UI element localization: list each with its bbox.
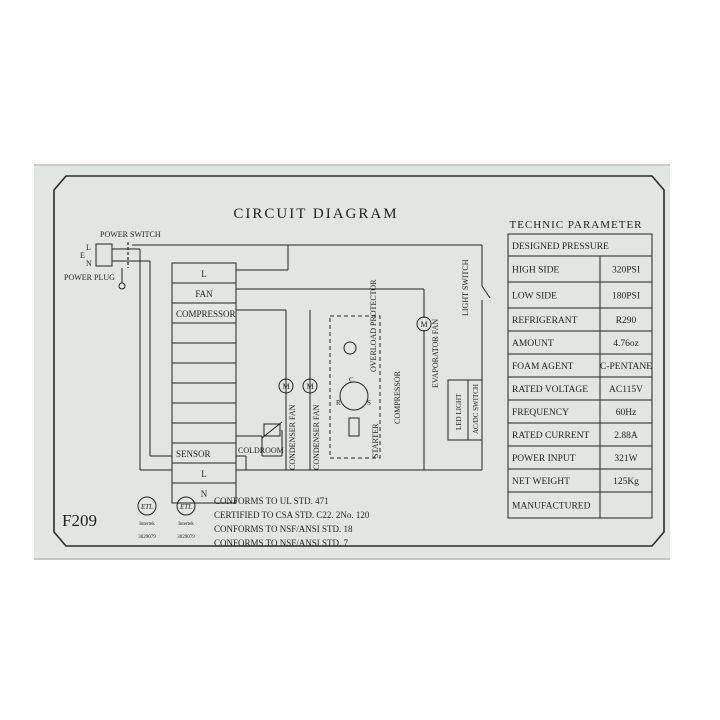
terminal-row-label: N [201,489,208,499]
model-code: F209 [62,511,97,530]
param-value: 320PSI [612,266,640,276]
plug-n-label: N [86,259,92,268]
certification-lines: CONFORMS TO UL STD. 471 CERTIFIED TO CSA… [214,496,370,548]
etl-sub: Intertek [178,522,194,527]
param-label: RATED CURRENT [512,431,590,441]
param-label: REFRIGERANT [512,316,578,326]
motor-symbol: M [306,382,313,391]
motor-symbol: M [420,320,427,329]
etl-logo-text: ETL [140,503,153,511]
cert-line: CONFORMS TO NSF/ANSI STD. 18 [214,524,353,534]
param-label: RATED VOLTAGE [512,385,588,395]
plug-e-label: E [80,251,85,260]
compressor-group: C R S OVERLOAD PROTECTOR STARTER COMPRES… [329,279,402,459]
param-value: AC115V [609,385,643,395]
led-light-label: LED LIGHT [455,393,463,430]
param-label: NET WEIGHT [512,477,570,487]
motor-symbol: M [282,382,289,391]
condenser-fan-1-label: CONDENSER FAN [288,404,297,470]
plug-l-label: L [86,243,91,252]
param-label: POWER INPUT [512,454,576,464]
terminal-row [171,382,237,404]
acdc-switch-label: AC/DC SWITCH [472,384,480,434]
terminal-row-label: SENSOR [176,449,211,459]
etl-logo-2: ETL Intertek 3029079 [176,496,196,540]
light-switch-label: LIGHT SWITCH [461,259,470,316]
param-value: 60Hz [616,408,637,418]
power-input: POWER SWITCH POWER PLUG L E N [64,230,161,290]
param-value: 321W [614,454,637,464]
starter-label: STARTER [371,423,380,458]
light-switch: LIGHT SWITCH [461,259,491,316]
param-value: 2.88A [614,431,638,441]
power-switch-label: POWER SWITCH [100,230,161,239]
etl-number: 3029079 [138,535,156,540]
condenser-fans: M M CONDENSER FAN CONDENSER FAN [278,378,321,470]
terminal-c: C [349,376,354,384]
power-plug-label: POWER PLUG [64,273,115,282]
param-label: LOW SIDE [512,292,557,302]
terminal-row [171,322,237,344]
cert-line: CONFORMS TO NSF/ANSI STD. 7 [214,538,348,548]
terminal-row [171,402,237,424]
param-label: FOAM AGENT [512,362,574,372]
wiring [128,244,483,471]
terminal-row-label: L [201,469,207,479]
evaporator-fan-label: EVAPORATOR FAN [431,319,440,388]
cert-line: CERTIFIED TO CSA STD. C22. 2No. 120 [214,510,370,520]
parameters-table: DESIGNED PRESSURE HIGH SIDE 320PSI LOW SIDE… [507,233,653,519]
led-light-box: LED LIGHT AC/DC SWITCH [447,379,483,441]
etl-number: 3029079 [177,535,195,540]
param-label: AMOUNT [512,339,554,349]
terminal-row [171,342,237,364]
diagram-title: CIRCUIT DIAGRAM [233,206,398,222]
param-value-cell [599,491,653,519]
param-label: MANUFACTURED [512,502,591,512]
param-value: 4.76oz [613,339,639,349]
plug-body [95,243,113,267]
terminal-row-label: FAN [195,289,213,299]
etl-logo-1: ETL Intertek 3029079 [137,496,157,540]
evaporator-fan: M EVAPORATOR FAN [416,316,440,388]
compressor-label: COMPRESSOR [393,370,402,424]
terminal-row-label: COMPRESSOR [176,309,236,319]
condenser-fan-2-label: CONDENSER FAN [312,404,321,470]
parameters-heading: TECHNIC PARAMETER [509,219,642,231]
ground-symbol [118,282,126,290]
terminal-s: S [367,399,371,407]
designed-pressure-label: DESIGNED PRESSURE [512,242,609,252]
overload-label: OVERLOAD PROTECTOR [369,279,378,372]
terminal-row-label: L [201,269,207,279]
plate-border [53,175,665,547]
etl-logo-text: ETL [179,503,192,511]
coldroom-label: COLDROOM [238,446,284,455]
coldroom-sensor: COLDROOM [238,421,284,455]
param-label: HIGH SIDE [512,266,559,276]
param-value: 125Kg [613,477,639,487]
terminal-row [171,482,237,504]
terminal-row [171,422,237,444]
cert-line: CONFORMS TO UL STD. 471 [214,496,329,506]
terminal-r: R [336,399,341,407]
param-value: 180PSI [612,292,640,302]
param-label: FREQUENCY [512,408,569,418]
param-value: C-PENTANE [600,362,652,372]
etl-sub: Intertek [139,522,155,527]
terminal-row [171,362,237,384]
param-value: R290 [616,316,637,326]
